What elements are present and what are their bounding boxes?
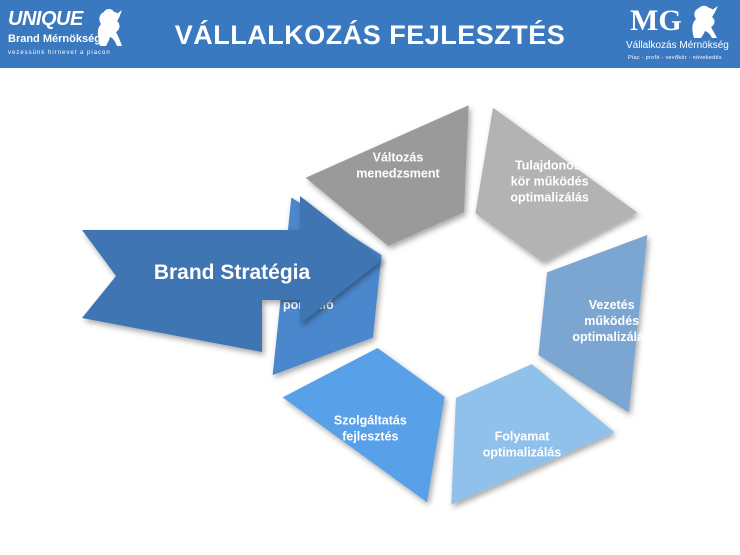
mg-logo-tagline: Piac - profit - vevőkör - növekedés (628, 55, 722, 61)
unique-logo-subtitle: Brand Mérnökség (8, 33, 101, 45)
unique-logo-tagline: vezessünk hirnevet a piacon (8, 50, 111, 56)
segment-tulajdonosi (475, 107, 638, 263)
mg-logo[interactable]: MG Vállalkozás Mérnökség Piac - profit -… (600, 4, 736, 66)
segment-vezetes (538, 234, 648, 413)
strategy-arrow-label: Brand Stratégia (154, 261, 311, 284)
segment-szolgaltatas (282, 347, 445, 503)
segment-valtozas (305, 105, 469, 246)
segment-folyamat (451, 364, 615, 505)
unique-logo-text: UNIQUE (8, 8, 83, 30)
mg-logo-text: MG (630, 4, 682, 37)
strategy-arrow (82, 196, 382, 352)
header-bar: UNIQUE Brand Mérnökség vezessünk hirneve… (0, 0, 740, 68)
page-title: VÁLLALKOZÁS FEJLESZTÉS (174, 20, 566, 50)
mg-logo-subtitle: Vállalkozás Mérnökség (626, 40, 729, 51)
lion-icon (97, 9, 122, 46)
unique-logo[interactable]: UNIQUE Brand Mérnökség vezessünk hirneve… (6, 6, 146, 62)
lion-icon (692, 5, 718, 38)
